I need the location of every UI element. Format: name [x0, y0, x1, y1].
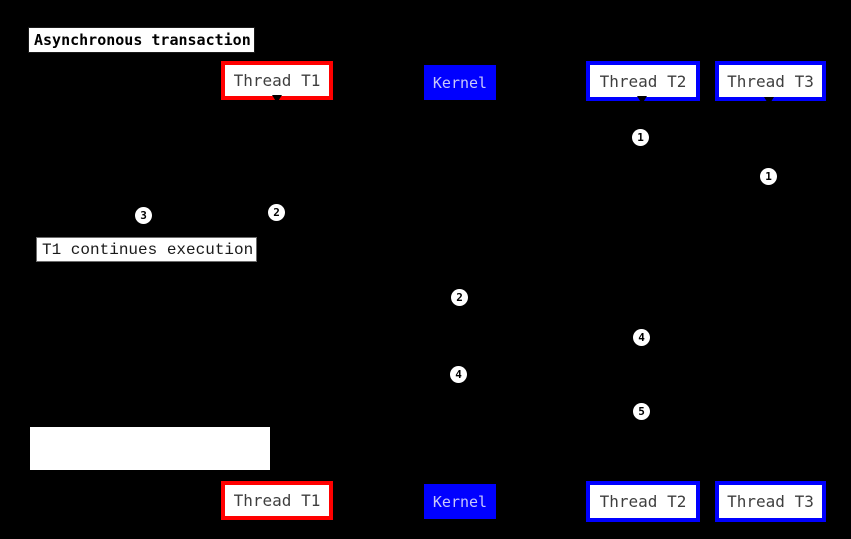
- participant-thread-t1-bottom: Thread T1: [221, 481, 333, 520]
- participant-label: Kernel: [432, 492, 488, 511]
- lifeline-arrowhead: [637, 96, 647, 104]
- step-marker-1a: 1: [632, 129, 649, 146]
- diagram-title-label: Asynchronous transaction: [34, 31, 251, 49]
- participant-label: Thread T2: [599, 492, 687, 511]
- participant-label: Thread T1: [233, 71, 321, 90]
- participant-label: Thread T2: [599, 71, 687, 91]
- step-marker-label: 3: [140, 209, 147, 222]
- lifeline-arrowhead: [764, 97, 774, 105]
- step-marker-3: 3: [135, 207, 152, 224]
- participant-label: Kernel: [432, 73, 488, 92]
- note-t1-continues: T1 continues execution: [36, 237, 257, 262]
- step-marker-label: 5: [638, 405, 645, 418]
- lifeline-arrowhead: [763, 476, 773, 484]
- diagram-title: Asynchronous transaction: [28, 27, 255, 53]
- step-marker-label: 1: [637, 131, 644, 144]
- participant-label: Thread T3: [727, 71, 814, 91]
- lifeline-arrowhead: [272, 476, 282, 484]
- step-marker-label: 4: [455, 368, 462, 381]
- participant-thread-t3-bottom: Thread T3: [715, 481, 826, 522]
- lifeline-arrowhead: [272, 95, 282, 103]
- participant-label: Thread T1: [233, 491, 321, 510]
- step-marker-2b: 2: [451, 289, 468, 306]
- step-marker-label: 4: [638, 331, 645, 344]
- step-marker-label: 1: [765, 170, 772, 183]
- participant-label: Thread T3: [727, 492, 814, 511]
- participant-kernel-top: Kernel: [424, 65, 496, 100]
- participant-thread-t2-bottom: Thread T2: [586, 481, 700, 522]
- step-marker-4b: 4: [450, 366, 467, 383]
- participant-kernel-bottom: Kernel: [424, 484, 496, 519]
- step-marker-2a: 2: [268, 204, 285, 221]
- participant-thread-t2-top: Thread T2: [586, 61, 700, 101]
- step-marker-label: 2: [456, 291, 463, 304]
- step-marker-1b: 1: [760, 168, 777, 185]
- participant-thread-t3-top: Thread T3: [715, 61, 826, 101]
- note-label: T1 continues execution: [42, 240, 254, 259]
- step-marker-5: 5: [633, 403, 650, 420]
- note-empty: [30, 427, 270, 470]
- lifeline-arrowhead: [636, 476, 646, 484]
- step-marker-4a: 4: [633, 329, 650, 346]
- step-marker-label: 2: [273, 206, 280, 219]
